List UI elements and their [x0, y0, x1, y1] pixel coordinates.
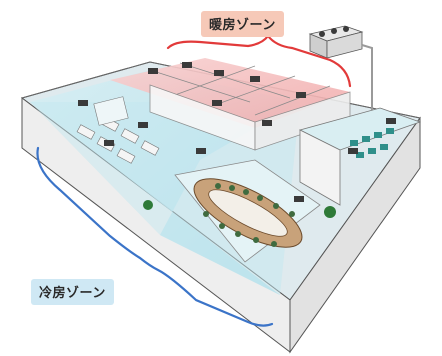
ceiling-cassette-ac-icon	[262, 120, 272, 126]
ceiling-cassette-ac-icon	[138, 122, 148, 128]
ceiling-cassette-ac-icon	[182, 62, 192, 68]
cooling-zone-label: 冷房ゾーン	[31, 279, 114, 305]
ceiling-cassette-ac-icon	[294, 196, 304, 202]
ceiling-cassette-ac-icon	[148, 68, 158, 74]
ceiling-cassette-ac-icon	[250, 76, 260, 82]
outdoor-ac-unit-icon	[308, 25, 373, 110]
ceiling-cassette-ac-icon	[214, 70, 224, 76]
cooling-zone-bracket	[36, 146, 274, 327]
ceiling-cassette-ac-icon	[212, 100, 222, 106]
heating-zone-area	[110, 58, 351, 151]
plant-icon	[143, 200, 153, 210]
ceiling-cassette-ac-icon	[78, 100, 88, 106]
ceiling-cassette-ac-icon	[296, 92, 306, 98]
ceiling-cassette-ac-icon	[104, 140, 114, 146]
meeting-room	[143, 159, 336, 263]
plant-icon	[324, 206, 336, 218]
ceiling-cassette-ac-icon	[196, 148, 206, 154]
ceiling-cassette-ac-icon	[348, 148, 358, 154]
heating-zone-label: 暖房ゾーン	[201, 11, 284, 37]
ceiling-cassette-ac-icon	[386, 118, 396, 124]
ceiling-ac-units	[78, 62, 396, 202]
